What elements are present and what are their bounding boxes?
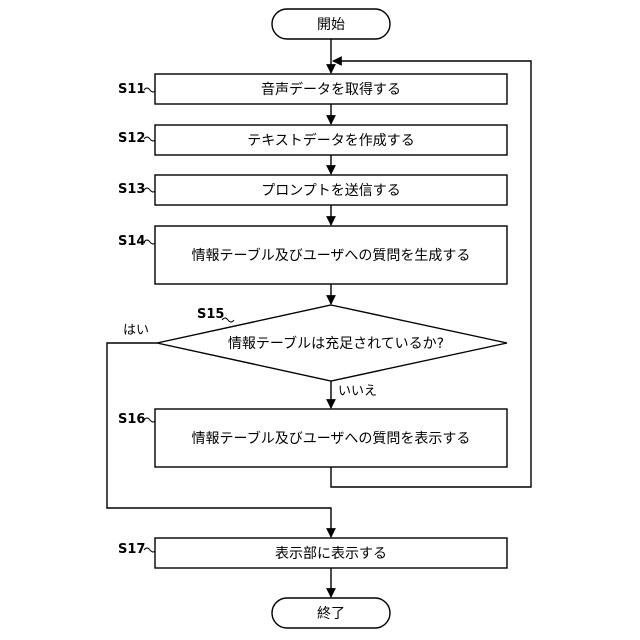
step-text-s11: 音声データを取得する xyxy=(261,81,401,98)
end-label: 終了 xyxy=(317,606,345,622)
step-id-s13: S13 xyxy=(118,182,145,197)
decision-s15: S15 情報テーブルは充足されているか? xyxy=(157,305,507,381)
step-id-s11: S11 xyxy=(118,82,145,97)
start-label: 開始 xyxy=(317,17,345,33)
step-s11: S11 音声データを取得する xyxy=(118,74,507,104)
end-terminal: 終了 xyxy=(272,598,390,628)
step-s17: S17 表示部に表示する xyxy=(118,538,507,568)
step-s14: S14 情報テーブル及びユーザへの質問を生成する xyxy=(118,226,507,284)
step-s16: S16 情報テーブル及びユーザへの質問を表示する xyxy=(118,409,507,467)
branch-no-label: いいえ xyxy=(338,384,377,399)
start-terminal: 開始 xyxy=(272,9,390,39)
step-text-s13: プロンプトを送信する xyxy=(261,183,401,199)
step-id-s15: S15 xyxy=(197,307,224,322)
step-text-s15: 情報テーブルは充足されているか? xyxy=(228,335,444,352)
step-text-s14: 情報テーブル及びユーザへの質問を生成する xyxy=(192,247,471,264)
step-s12: S12 テキストデータを作成する xyxy=(118,125,507,155)
step-text-s17: 表示部に表示する xyxy=(275,546,387,562)
step-id-s12: S12 xyxy=(118,131,145,146)
step-text-s16: 情報テーブル及びユーザへの質問を表示する xyxy=(192,430,471,447)
step-text-s12: テキストデータを作成する xyxy=(247,132,415,149)
branch-yes-label: はい xyxy=(123,323,149,338)
step-id-s17: S17 xyxy=(118,542,145,557)
step-id-s16: S16 xyxy=(118,412,145,427)
step-s13: S13 プロンプトを送信する xyxy=(118,175,507,205)
step-id-s14: S14 xyxy=(118,234,145,249)
